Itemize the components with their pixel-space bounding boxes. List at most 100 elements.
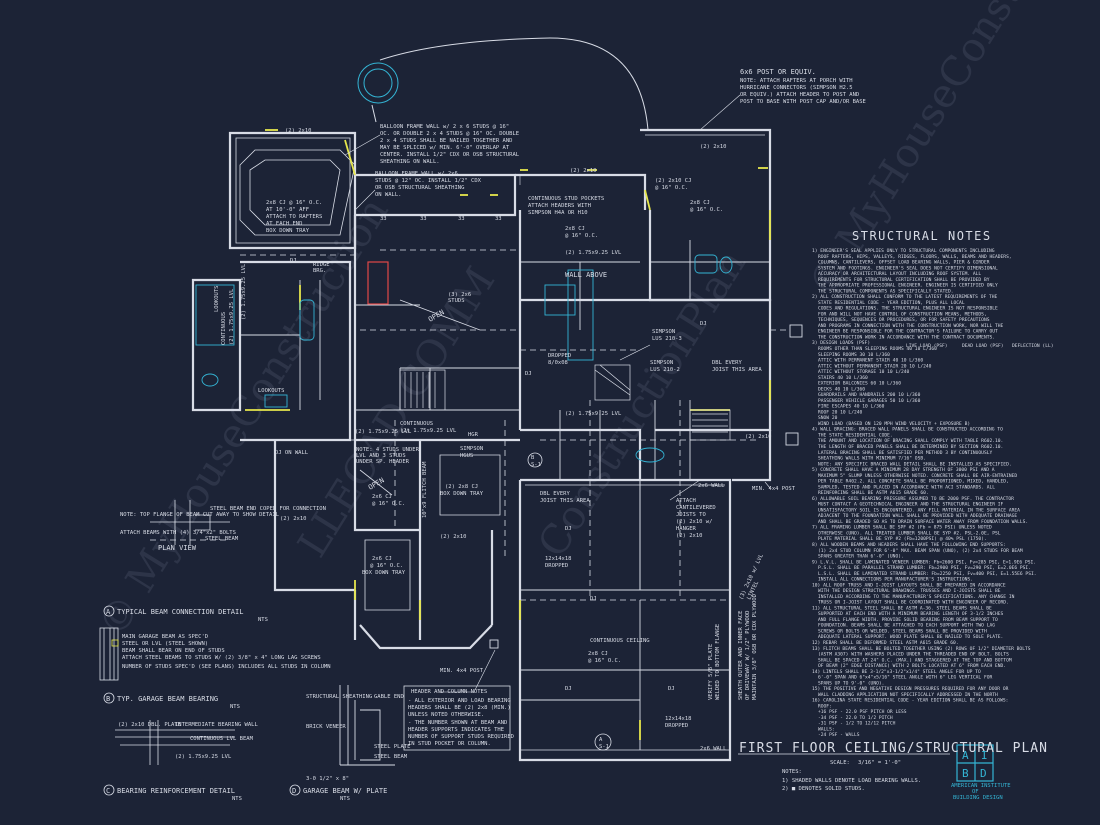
garage-plate-callout-5: STEEL BEAM: [374, 754, 408, 760]
structural-note-line: SNOW 20: [818, 415, 838, 421]
plate-note-1: VERIFY 5/8" PLATE: [708, 644, 714, 700]
structural-note-line: ADEQUATE LATERAL SUPPORT. WOOD PLATE SHA…: [818, 634, 1003, 640]
structural-note-line: ATTIC WITH PERMANENT STAIR 40 10 L/360: [818, 358, 923, 364]
lvl-label-3: (2) 1.75x9.25 LVL: [355, 429, 412, 435]
beam-label-2: (2) 2x10: [570, 168, 597, 174]
structural-note-line: FOUNDATION. BEAMS SHALL BE ATTACHED TO E…: [818, 623, 995, 629]
dj-label-1: DJ: [290, 258, 297, 264]
continuous-ceiling-label: CONTINUOUS CEILING: [590, 638, 650, 644]
section-markers: [527, 452, 612, 751]
bearing-reinforcement-title: BEARING REINFORCEMENT DETAIL: [117, 787, 235, 795]
logo-line-2: OF: [972, 789, 979, 795]
structural-note-line: 14) LINTELS SHALL BE 3-1/2"x3-1/2"x1/4" …: [812, 669, 981, 675]
porch-note-3: OR EQUIV.) ATTACH HEADER TO POST AND: [740, 92, 859, 98]
structural-note-line: 3) DESIGN LOADS (PSF): [812, 340, 870, 346]
box-tray-3a: 2x6 CJ: [372, 556, 392, 562]
cantilever-2: CANTILEVERED: [676, 505, 716, 511]
posts: [489, 324, 803, 649]
balloon-note-4: MAY BE SPLICED w/ MIN. 6'-0" OVERLAP AT: [380, 145, 510, 151]
continuous-stud-2: ATTACH HEADERS WITH: [528, 203, 591, 209]
scale-label: SCALE:: [830, 760, 850, 766]
dj-label-5: DJ: [565, 686, 572, 692]
structural-note-line: ATTIC WITHOUT PERMANENT STAIR 20 10 L/24…: [818, 363, 932, 369]
balloon-2-note-1: BALLOON FRAME WALL w/ 2x6: [375, 171, 458, 177]
hanger-label: (2) 2x10: [676, 533, 703, 539]
structural-note-line: THE APPROPRIATE PROFESSIONAL ENGINEER. E…: [818, 283, 998, 289]
simpson-hgus-1: SIMPSON: [460, 446, 483, 452]
detail-marker-b-label: B: [106, 695, 110, 703]
cj-2x10-2: @ 16" O.C.: [655, 185, 688, 191]
exterior-walls: [191, 128, 772, 762]
studs-label-1: (3) 2x6: [448, 292, 471, 298]
plan-view-callout-4: STEEL BEAM: [205, 536, 239, 542]
dbl-every-2a: DBL EVERY: [540, 491, 570, 497]
load-header-dead: DEAD LOAD (PSF): [962, 343, 1004, 349]
structural-note-line: 2) ALL CONSTRUCTION SHALL CONFORM TO THE…: [812, 294, 998, 300]
section-mark-sheet: S-1: [599, 744, 609, 750]
dbl-every-1: DBL EVERY: [712, 360, 742, 366]
load-header-live: LIVE LOAD (PSF): [906, 343, 948, 349]
cantilever-3: JOISTS TO: [676, 512, 706, 518]
structural-note-line: ATTIC WITHOUT STORAGE 10 10 L/240: [818, 369, 910, 375]
cantilever-1: ATTACH: [676, 498, 696, 504]
dj-label-4: DJ: [565, 526, 572, 532]
wall-label-1: 2x6 WALL: [698, 483, 725, 489]
structural-note-line: 10) ALL ROOF TRUSS AND I-JOIST LAYOUTS S…: [812, 582, 1006, 588]
garage-plate-callout-3: BRICK VENEER: [306, 724, 346, 730]
load-header-deflection: DEFLECTION (LL): [1012, 343, 1054, 349]
structural-note-line: WALLS:: [818, 727, 835, 733]
beam-label-4: (2) 2x10: [280, 516, 307, 522]
note-studs-3: UNDER SP. HEADER: [356, 459, 410, 465]
structural-note-line: OTHERWISE (UNO). ALL TREATED LUMBER SHAL…: [818, 531, 1001, 537]
cj-2x8-a2: @ 16" O.C.: [690, 207, 723, 213]
continuous-tray-1: CONTINUOUS: [221, 312, 227, 345]
balloon-2-note-2: STUDS @ 12" OC. INSTALL 1/2" CDX: [375, 178, 482, 184]
continuous-tray-2: (2) 1.75x9.25 LVL: [229, 288, 235, 345]
structural-note-line: 8) ALL WOODEN BEAMS AND HEADERS SHALL HA…: [812, 542, 1006, 548]
garage-beam-bearing-drawing: [99, 627, 119, 681]
logo-letter-i: I: [981, 749, 988, 762]
simpson-1b: LUS 210-3: [652, 336, 682, 342]
structural-note-line: -31 PSF - 1/2 TO 12/12 PITCH: [818, 721, 896, 727]
structural-note-line: SAMPLED, TESTED AND PLACED IN ACCORDANCE…: [818, 484, 995, 490]
balloon-2-note-4: ON WALL.: [375, 192, 402, 198]
solid-studs: [245, 129, 771, 740]
continuous-lvl-2: (2) 1.75x9.25 LVL: [400, 428, 457, 434]
structural-note-line: 7) ALL FRAMING LUMBER SHALL BE SPF #2 (F…: [812, 525, 992, 531]
structural-note-line: (1) 2x4 STUD COLUMN FOR 6'-0" MAX. BEAM …: [818, 548, 1023, 554]
structural-note-line: REQUIREMENTS FOR STRUCTURAL CERTIFICATIO…: [818, 277, 990, 283]
simpson-1a: SIMPSON: [652, 329, 675, 335]
balloon-note-1: BALLOON FRAME WALL w/ 2 x 6 STUDS @ 16": [380, 124, 509, 130]
dj-label-3: DJ: [700, 321, 707, 327]
structural-note-line: 6) ALLOWABLE SOIL BEARING PRESSURE ASSUM…: [812, 496, 1014, 502]
bearing-callout-2: INTERMEDIATE BEARING WALL: [175, 722, 258, 728]
dim-label-3: 33: [495, 216, 502, 222]
structural-note-line: 5) CONCRETE SHALL HAVE A MINIMUM 28 DAY …: [812, 467, 995, 473]
structural-note-line: AND PROGRAMS IN CONNECTION WITH THE CONS…: [818, 323, 1004, 329]
box-tray-2a: (2) 2x8 CJ: [445, 484, 478, 490]
structural-note-line: PER TABLE R402.2. ALL CONCRETE SHALL BE …: [818, 479, 1009, 485]
structural-note-line: SUPPORTED AT EACH END WITH A MINIMUM BEA…: [818, 611, 1004, 617]
note-1: 1) SHADED WALLS DENOTE LOAD BEARING WALL…: [782, 778, 921, 784]
structural-note-line: SHEATHING WALLS WITH MINIMUM 7/16" OSB.: [818, 456, 926, 462]
garage-beam-bearing-title: TYP. GARAGE BEAM BEARING: [117, 695, 218, 703]
continuous-stud-1: CONTINUOUS STUD POCKETS: [528, 196, 604, 202]
cj-2x6-1: 2x6 CJ: [372, 494, 392, 500]
notes-heading: NOTES:: [782, 769, 802, 775]
structural-note-line: THE AMOUNT AND LOCATION OF BRACING SHALL…: [818, 438, 1003, 444]
typical-beam-nts: NTS: [258, 617, 268, 623]
cj-2x8-b1: 2x8 CJ: [588, 651, 608, 657]
garage-plate-drawing: [339, 685, 395, 766]
structural-note-line: ROOF:: [818, 703, 832, 709]
beam-lines: [240, 249, 790, 601]
continuous-stud-3: SIMPSON H4A OR H10: [528, 210, 588, 216]
flitch-beam-label: 10"x9 FLITCH BEAM: [422, 461, 428, 518]
structural-note-line: CODES AND REGULATIONS. THE STRUCTURAL EN…: [818, 306, 998, 312]
dj-label-6: DJ: [668, 686, 675, 692]
dropped-2: 8/0x08: [548, 360, 568, 366]
box-tray-3c: BOX DOWN TRAY: [362, 570, 406, 576]
detail-marker-a-label: A: [106, 608, 111, 616]
dj-label-7: DJ: [590, 596, 597, 602]
studs-label-2: STUDS: [448, 298, 465, 304]
